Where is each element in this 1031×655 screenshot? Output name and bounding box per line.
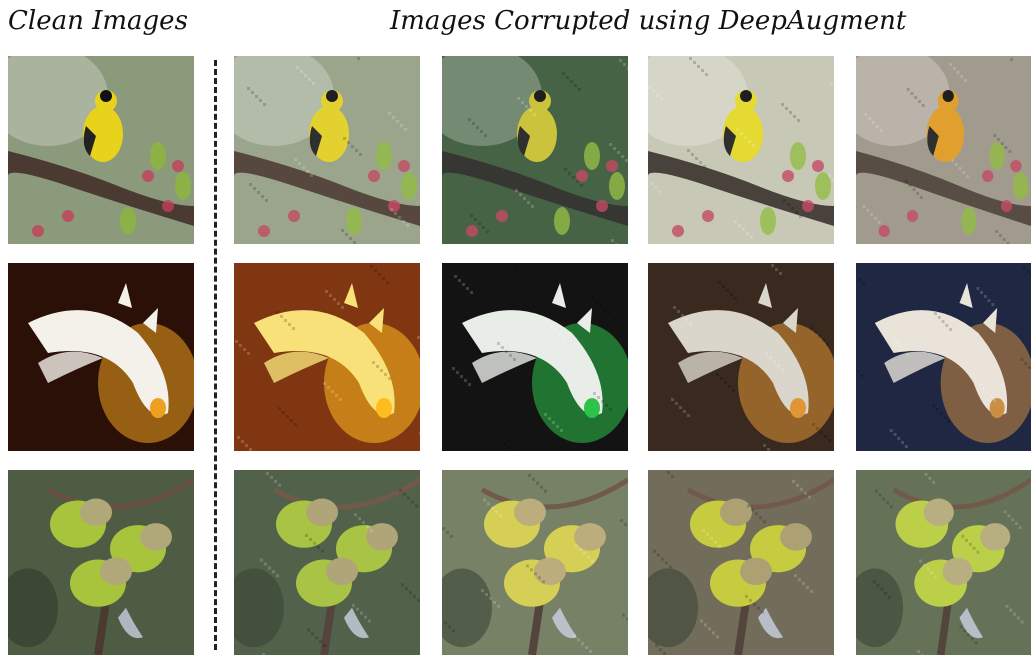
corrupted-goldfinch-image xyxy=(856,56,1031,244)
corrupted-koi-fish-image xyxy=(234,263,420,451)
corrupted-acorns-image xyxy=(648,470,834,655)
corrupted-images-header: Images Corrupted using DeepAugment xyxy=(390,6,907,36)
clean-goldfinch-image xyxy=(8,56,194,244)
corrupted-acorns-image xyxy=(234,470,420,655)
corrupted-koi-fish-image xyxy=(856,263,1031,451)
dashed-divider xyxy=(214,60,217,650)
corrupted-goldfinch-image xyxy=(234,56,420,244)
clean-koi-fish-image xyxy=(8,263,194,451)
corrupted-koi-fish-image xyxy=(442,263,628,451)
clean-acorns-image xyxy=(8,470,194,655)
corrupted-goldfinch-image xyxy=(442,56,628,244)
corrupted-acorns-image xyxy=(856,470,1031,655)
corrupted-goldfinch-image xyxy=(648,56,834,244)
clean-images-header: Clean Images xyxy=(8,6,188,36)
corrupted-acorns-image xyxy=(442,470,628,655)
corrupted-koi-fish-image xyxy=(648,263,834,451)
